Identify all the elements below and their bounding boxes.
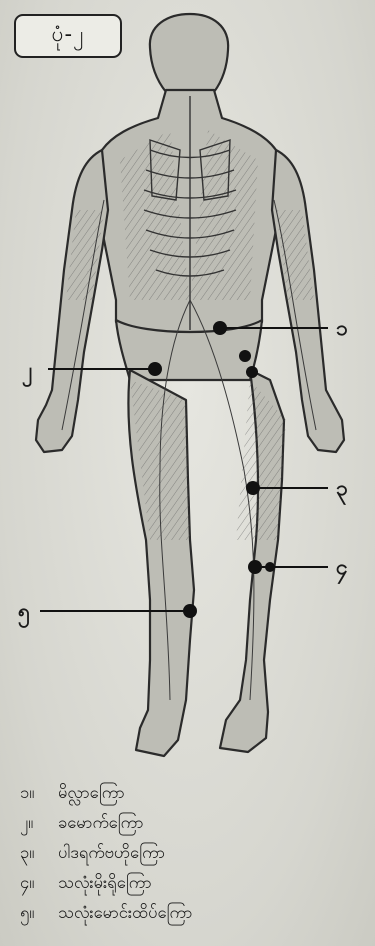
legend-item-text: သလုံးမောင်းထိပ်ကြော	[58, 903, 192, 922]
legend-item-number: ၂။	[20, 808, 58, 838]
legend-list: ၁။မိလ္လာကြော ၂။ခမောက်ကြော ၃။ပါဒရက်ဗဟိုကြ…	[20, 778, 360, 928]
legend-item: ၁။မိလ္လာကြော	[20, 778, 360, 808]
marker-number-3: ၃	[336, 478, 348, 499]
legend-item-number: ၃။	[20, 838, 58, 868]
marker-number-4: ၄	[336, 557, 348, 578]
legend-item: ၄။သလုံးမိုးရိုကြော	[20, 868, 360, 898]
legend-item: ၃။ပါဒရက်ဗဟိုကြော	[20, 838, 360, 868]
extra-dot-b	[246, 366, 258, 378]
extra-dot-a	[239, 350, 251, 362]
marker-number-2: ၂	[22, 360, 32, 381]
legend-item-number: ၁။	[20, 778, 58, 808]
marker-number-5: ၅	[18, 601, 30, 622]
legend-item: ၂။ခမောက်ကြော	[20, 808, 360, 838]
legend-item-text: ခမောက်ကြော	[58, 813, 144, 832]
legend-item-text: ပါဒရက်ဗဟိုကြော	[58, 843, 165, 862]
legend-item-text: သလုံးမိုးရိုကြော	[58, 873, 152, 892]
legend-item-text: မိလ္လာကြော	[58, 783, 125, 802]
marker-number-1: ၁	[336, 318, 348, 339]
legend-item-number: ၅။	[20, 898, 58, 928]
legend-item-number: ၄။	[20, 868, 58, 898]
legend-item: ၅။သလုံးမောင်းထိပ်ကြော	[20, 898, 360, 928]
